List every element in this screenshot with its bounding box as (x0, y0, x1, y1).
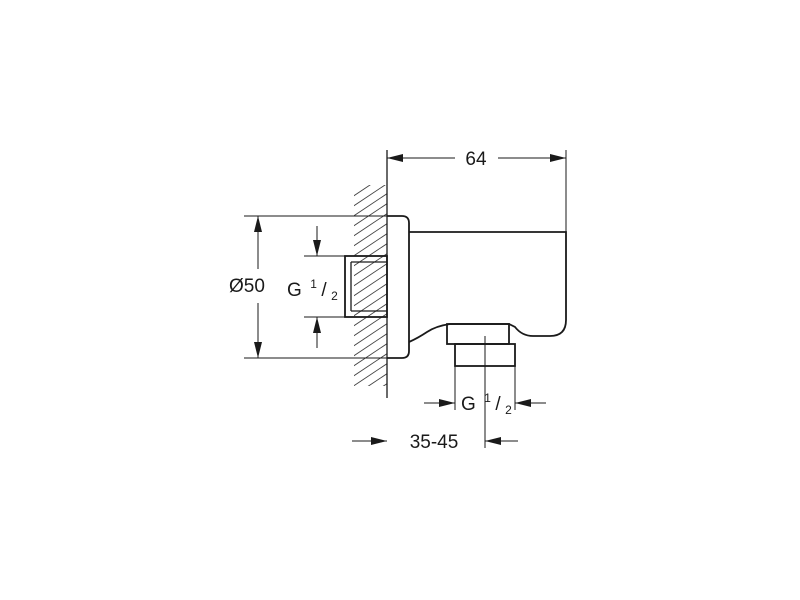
outlet-body (408, 231, 567, 343)
wall-outlet-fitting (344, 215, 567, 367)
flange (387, 215, 410, 359)
outlet-nipple-collar (446, 323, 510, 345)
wall-hatching (354, 185, 387, 386)
wall-section (354, 150, 388, 398)
outlet-thread-label: G 1 / 2 (461, 389, 512, 417)
dimension-inlet-thread: G 1 / 2 (287, 226, 345, 348)
inlet-thread-label: G 1 / 2 (287, 275, 338, 303)
dimension-wall-depth: 35-45 (352, 366, 518, 453)
diameter-label: Ø50 (229, 276, 265, 297)
dimension-outlet-thread: G 1 / 2 (424, 366, 546, 417)
overall-width-label: 64 (465, 149, 487, 170)
dimension-overall-width: 64 (387, 149, 567, 232)
dimension-diameter: Ø50 (229, 215, 387, 359)
wall-depth-label: 35-45 (410, 432, 459, 453)
inlet-connector (344, 255, 388, 318)
